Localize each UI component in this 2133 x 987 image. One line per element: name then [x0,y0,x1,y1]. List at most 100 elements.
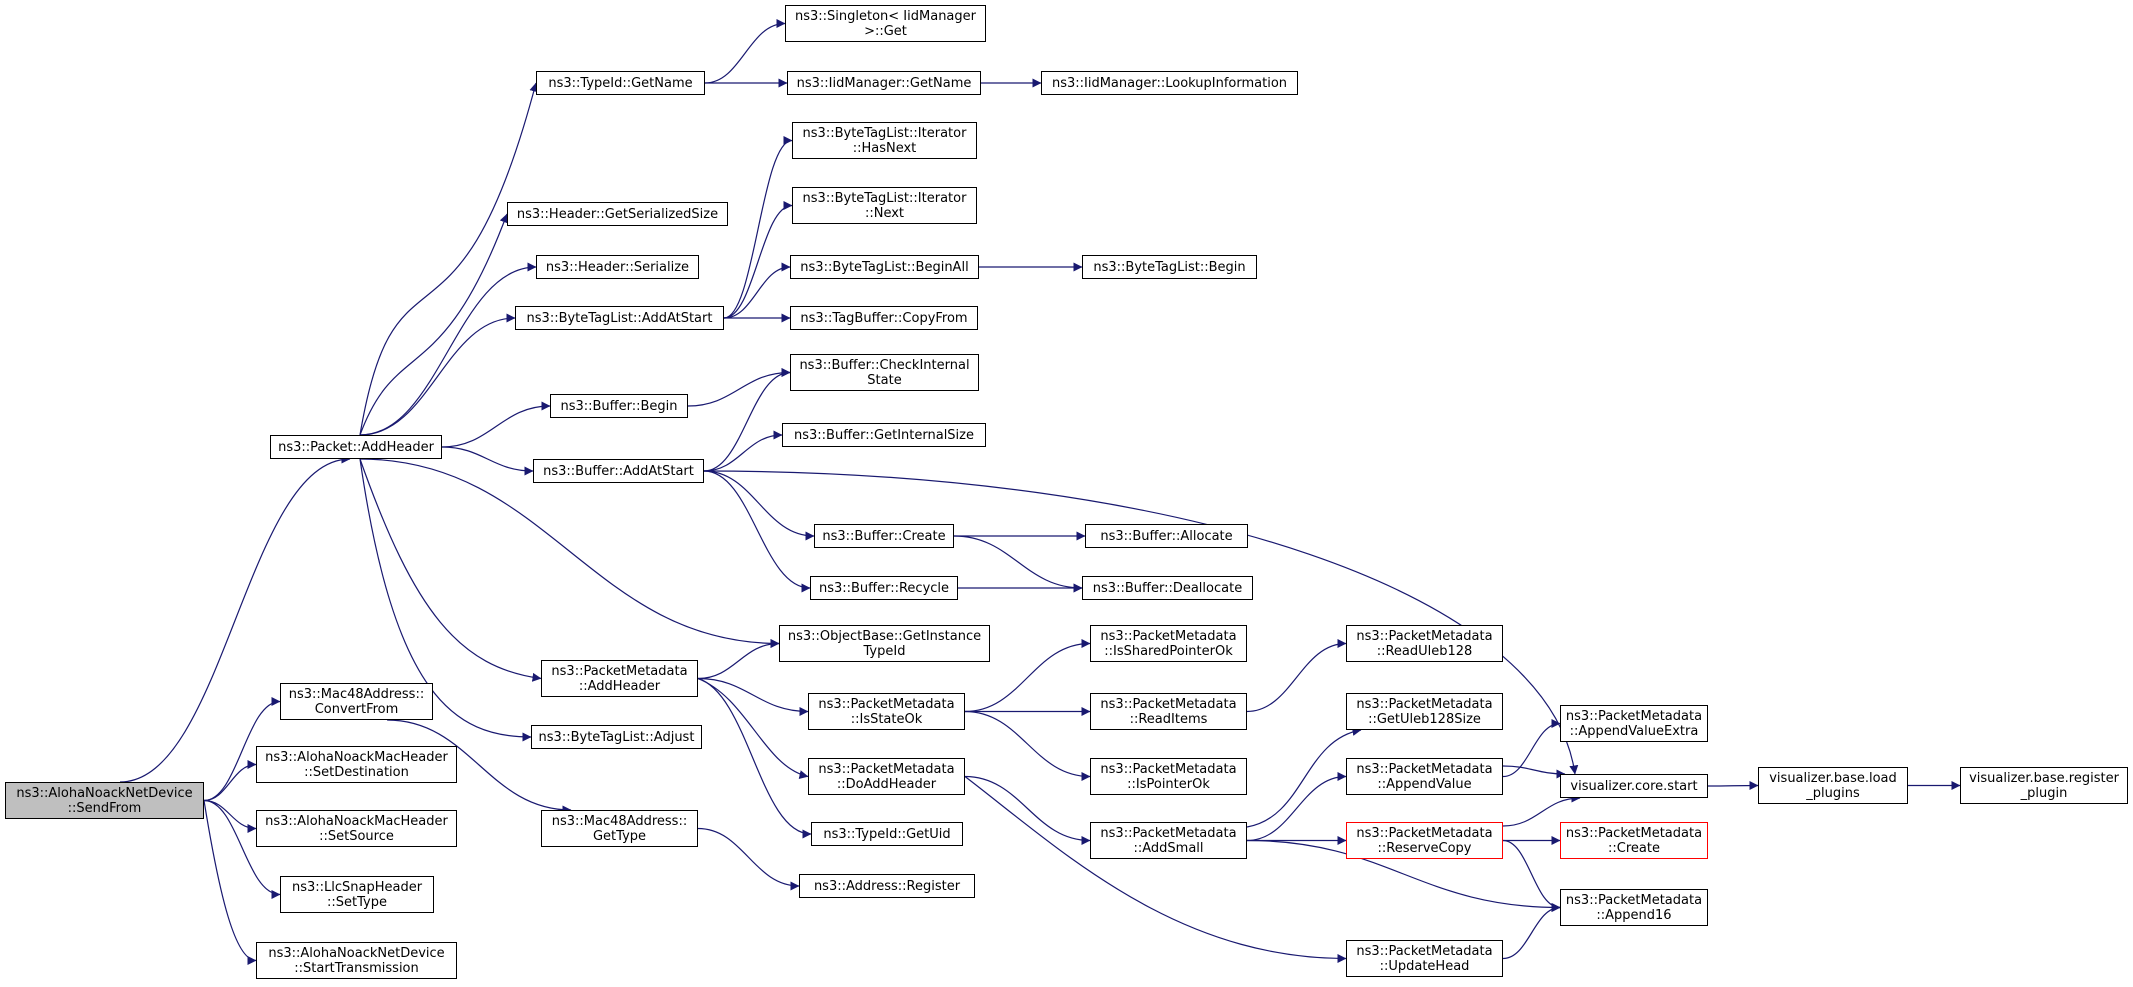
node-buffer-allocate[interactable]: ns3::Buffer::Allocate [1085,524,1248,548]
node-pm-issharedpointerok[interactable]: ns3::PacketMetadata::IsSharedPointerOk [1090,625,1247,662]
node-buffer-deallocate[interactable]: ns3::Buffer::Deallocate [1082,576,1253,600]
node-label-line: ns3::IidManager::LookupInformation [1051,75,1288,91]
node-label-line: ns3::Buffer::AddAtStart [543,463,694,479]
node-pm-addsmall[interactable]: ns3::PacketMetadata::AddSmall [1090,822,1247,859]
node-mac48-convertfrom[interactable]: ns3::Mac48Address::ConvertFrom [280,683,433,720]
node-iter-next[interactable]: ns3::ByteTagList::Iterator::Next [792,187,977,224]
node-label-line: ::GetUleb128Size [1368,711,1481,727]
node-label-line: ns3::AlohaNoackNetDevice [268,945,445,961]
node-header-getserializedsize[interactable]: ns3::Header::GetSerializedSize [507,202,728,226]
edge-pm_appendvalue-to-vis_core_start [1502,765,1566,779]
node-pm-doaddheader[interactable]: ns3::PacketMetadata::DoAddHeader [808,758,965,795]
node-label-line: visualizer.base.register [1969,770,2119,786]
node-pm-reservecopy[interactable]: ns3::PacketMetadata::ReserveCopy [1346,822,1503,859]
node-label-line: ns3::Singleton< IidManager [794,8,976,24]
node-pm-addheader[interactable]: ns3::PacketMetadata::AddHeader [541,660,698,697]
edge-pm_addsmall-to-pm_append16 [1246,839,1561,912]
node-singleton-get[interactable]: ns3::Singleton< IidManager >::Get [785,5,986,42]
node-label-line: ns3::PacketMetadata [1356,696,1493,712]
node-pm-appendvalueextra[interactable]: ns3::PacketMetadata::AppendValueExtra [1560,705,1708,742]
node-vis-register-plugin[interactable]: visualizer.base.register_plugin [1960,767,2128,804]
node-bytetaglist-beginall[interactable]: ns3::ByteTagList::BeginAll [790,255,979,279]
edge-sendfrom-to-mac_setsource [203,799,257,833]
node-label-line: TypeId [863,643,906,659]
node-label-line: >::Get [864,23,907,39]
node-label-line: ns3::PacketMetadata [1565,708,1703,724]
edge-mac48_gettype-to-address_register [697,827,800,891]
edge-bytetaglist_addatstart-to-bytetaglist_beginall [723,262,791,319]
node-label-line: ::ReadItems [1129,711,1208,727]
edge-bytetaglist_addatstart-to-iter_next [723,201,793,319]
edge-pm_doaddheader-to-pm_updatehead [964,776,1347,963]
node-label-line: ns3::Mac48Address:: [551,813,688,829]
edge-pm_isstateok-to-pm_issharedpointerok [964,639,1091,713]
node-label-line: ns3::ByteTagList::Adjust [538,729,695,745]
node-buffer-addatstart[interactable]: ns3::Buffer::AddAtStart [533,459,704,483]
node-pm-ispointerok[interactable]: ns3::PacketMetadata::IsPointerOk [1090,758,1247,795]
node-label-line: ::HasNext [852,140,917,156]
edge-pm_addsmall-to-pm_appendvalue [1246,772,1347,842]
node-label-line: ns3::ByteTagList::AddAtStart [526,310,713,326]
node-pm-readitems[interactable]: ns3::PacketMetadata::ReadItems [1090,693,1247,730]
node-buffer-begin[interactable]: ns3::Buffer::Begin [550,394,688,418]
node-bytetaglist-addatstart[interactable]: ns3::ByteTagList::AddAtStart [515,306,724,330]
edge-vis_core_start-to-vis_load_plugins [1707,781,1759,791]
node-pm-getuleb128size[interactable]: ns3::PacketMetadata::GetUleb128Size [1346,693,1503,730]
node-buffer-create[interactable]: ns3::Buffer::Create [814,524,954,548]
edge-buffer_addatstart-to-buffer_checkinternalstate [703,368,791,472]
node-starttransmission[interactable]: ns3::AlohaNoackNetDevice::StartTransmiss… [256,942,457,979]
node-buffer-recycle[interactable]: ns3::Buffer::Recycle [810,576,958,600]
node-label-line: ns3::LlcSnapHeader [291,879,423,895]
node-label-line: ns3::Header::GetSerializedSize [516,206,719,222]
edge-packet_addheader-to-buffer_begin [441,401,551,448]
node-label-line: ns3::PacketMetadata [1100,825,1237,841]
node-mac48-gettype[interactable]: ns3::Mac48Address::GetType [541,810,698,847]
node-pm-create[interactable]: ns3::PacketMetadata::Create [1560,822,1708,859]
node-pm-readuleb128[interactable]: ns3::PacketMetadata::ReadUleb128 [1346,625,1503,662]
node-llcsnap-settype[interactable]: ns3::LlcSnapHeader::SetType [280,876,434,913]
node-bytetaglist-adjust[interactable]: ns3::ByteTagList::Adjust [531,725,702,749]
node-packet-addheader[interactable]: ns3::Packet::AddHeader [270,435,442,459]
edge-packet_addheader-to-bytetaglist_addatstart [359,313,516,436]
node-address-register[interactable]: ns3::Address::Register [799,874,975,898]
node-typeid-getname[interactable]: ns3::TypeId::GetName [536,71,705,95]
node-iter-hasnext[interactable]: ns3::ByteTagList::Iterator::HasNext [792,122,977,159]
node-label-line: ns3::TypeId::GetUid [823,826,951,842]
edge-packet_addheader-to-header_serialize [359,262,537,436]
node-mac-setsource[interactable]: ns3::AlohaNoackMacHeader::SetSource [256,810,457,847]
node-label-line: ::AddSmall [1133,840,1204,856]
node-label-line: ConvertFrom [314,701,399,717]
node-vis-core-start[interactable]: visualizer.core.start [1560,774,1708,798]
node-label-line: ns3::Header::Serialize [545,259,690,275]
node-typeid-getuid[interactable]: ns3::TypeId::GetUid [811,822,963,846]
node-label-line: ns3::Address::Register [813,878,961,894]
node-pm-isstateok[interactable]: ns3::PacketMetadata::IsStateOk [808,693,965,730]
node-label-line: ::SetType [327,894,387,910]
node-mac-setdestination[interactable]: ns3::AlohaNoackMacHeader::SetDestination [256,746,457,783]
node-label-line: ::IsPointerOk [1127,776,1210,792]
node-iidmanager-lookup[interactable]: ns3::IidManager::LookupInformation [1041,71,1298,95]
node-pm-append16[interactable]: ns3::PacketMetadata::Append16 [1560,889,1708,926]
node-label-line: visualizer.core.start [1570,778,1698,794]
node-label-line: ns3::Buffer::GetInternalSize [794,427,974,443]
node-label-line: ::AppendValueExtra [1569,723,1699,739]
node-pm-appendvalue[interactable]: ns3::PacketMetadata::AppendValue [1346,758,1503,795]
node-pm-updatehead[interactable]: ns3::PacketMetadata::UpdateHead [1346,940,1503,977]
edge-sendfrom-to-packet_addheader [119,454,351,783]
node-label-line: ns3::TagBuffer::CopyFrom [800,310,968,326]
node-iidmanager-getname[interactable]: ns3::IidManager::GetName [787,71,981,95]
node-header-serialize[interactable]: ns3::Header::Serialize [536,255,699,279]
edge-buffer_addatstart-to-buffer_getinternalsize [703,430,783,472]
edge-pm_addsmall-to-pm_getuleb128size [1246,727,1362,828]
node-label-line: ns3::Packet::AddHeader [278,439,434,455]
node-vis-load-plugins[interactable]: visualizer.base.load_plugins [1758,767,1908,804]
node-label-line: ::Append16 [1596,907,1672,923]
node-tagbuffer-copyfrom[interactable]: ns3::TagBuffer::CopyFrom [790,306,978,330]
node-label-line: State [867,372,902,388]
node-label-line: ns3::PacketMetadata [551,663,688,679]
node-buffer-getinternalsize[interactable]: ns3::Buffer::GetInternalSize [782,423,986,447]
node-bytetaglist-begin[interactable]: ns3::ByteTagList::Begin [1082,255,1257,279]
